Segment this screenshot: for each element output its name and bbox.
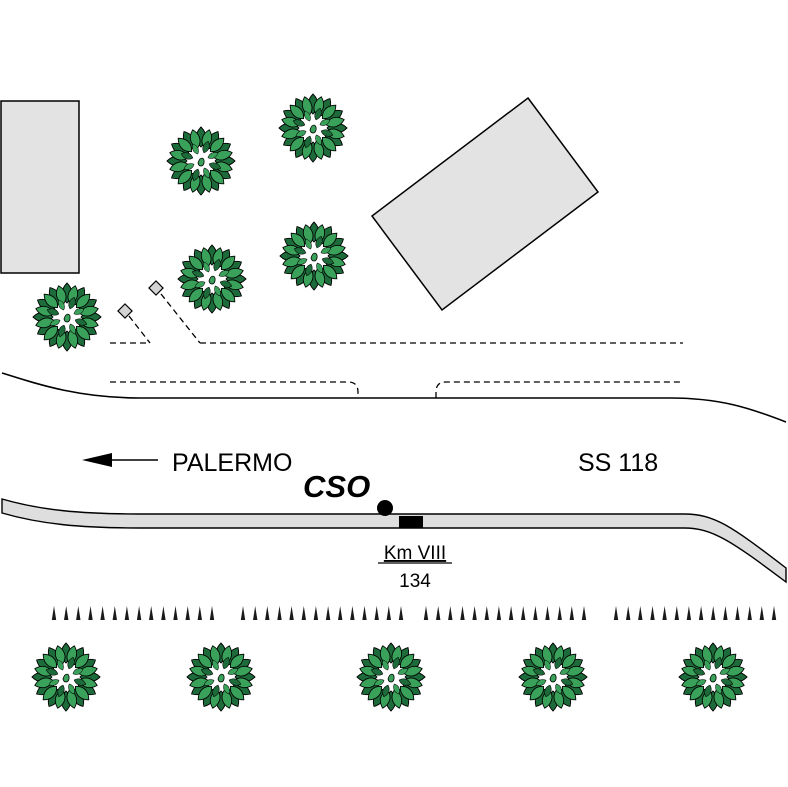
lane-dash-lower-right xyxy=(435,381,683,398)
spike xyxy=(508,606,514,620)
spike xyxy=(735,606,740,620)
spike xyxy=(460,606,465,620)
label-km-top: Km VIII xyxy=(384,543,446,564)
spike xyxy=(521,606,526,620)
spike xyxy=(374,606,379,620)
spike xyxy=(662,606,667,620)
railway-strip xyxy=(1,498,787,584)
spike-hedge-icon xyxy=(240,606,404,620)
spike xyxy=(277,606,282,620)
spike xyxy=(197,606,202,620)
tree-icon xyxy=(178,245,246,313)
spike xyxy=(124,606,130,620)
spike xyxy=(88,606,93,620)
spike xyxy=(626,606,631,620)
label-palermo: PALERMO xyxy=(172,449,292,477)
spike xyxy=(325,606,331,620)
spike xyxy=(386,606,391,620)
tree-icon xyxy=(33,283,101,351)
spike xyxy=(496,606,502,620)
building-rectangle xyxy=(0,100,80,274)
spike xyxy=(185,606,190,620)
tree-icon xyxy=(357,643,425,711)
spike-hedge-icon xyxy=(613,606,777,620)
spike xyxy=(240,606,246,620)
spike-hedge-row xyxy=(51,606,777,620)
spike xyxy=(338,606,343,620)
station-dot-icon xyxy=(377,500,393,516)
spike xyxy=(581,606,587,620)
spike xyxy=(63,606,69,620)
road-edge-upper xyxy=(1,372,787,423)
spike xyxy=(362,606,367,620)
spike xyxy=(472,606,477,620)
spike xyxy=(698,606,704,620)
label-road: SS 118 xyxy=(578,449,658,477)
tree-icon xyxy=(679,643,747,711)
tree-icon xyxy=(519,643,587,711)
label-station: CSO xyxy=(303,469,370,504)
post-marker-left xyxy=(117,303,133,319)
spike xyxy=(423,606,429,620)
spike xyxy=(545,606,550,620)
spike xyxy=(350,606,355,620)
post-path-right xyxy=(160,293,201,344)
spike xyxy=(173,606,178,620)
spike-hedge-icon xyxy=(51,606,215,620)
spike xyxy=(771,606,777,620)
post-path-left xyxy=(128,315,151,344)
spike xyxy=(301,606,306,620)
spike xyxy=(149,606,154,620)
spike xyxy=(398,606,404,620)
spike xyxy=(674,606,679,620)
spike xyxy=(136,606,142,620)
label-km-bottom: 134 xyxy=(399,571,431,592)
spike xyxy=(747,606,752,620)
lane-dash-lower-left xyxy=(110,381,359,398)
spike xyxy=(448,606,453,620)
spike xyxy=(436,606,441,620)
spike xyxy=(723,606,728,620)
tree-icon xyxy=(280,222,348,290)
building-rotated xyxy=(370,96,600,312)
tree-icon xyxy=(167,127,235,195)
post-marker-right xyxy=(148,280,164,296)
spike xyxy=(265,606,270,620)
spike xyxy=(557,606,562,620)
spike xyxy=(51,606,57,620)
spike xyxy=(253,606,258,620)
spike xyxy=(313,606,319,620)
km-marker-icon xyxy=(399,516,423,528)
spike xyxy=(289,606,294,620)
spike-hedge-icon xyxy=(423,606,587,620)
spike xyxy=(76,606,81,620)
spike xyxy=(209,606,215,620)
spike xyxy=(613,606,619,620)
spike xyxy=(638,606,643,620)
spike xyxy=(161,606,166,620)
spike xyxy=(650,606,655,620)
tree-icon xyxy=(187,643,255,711)
spike xyxy=(686,606,692,620)
spike xyxy=(569,606,574,620)
spike xyxy=(711,606,716,620)
tree-icon xyxy=(32,643,100,711)
arrow-left-icon xyxy=(82,453,158,467)
spike xyxy=(112,606,117,620)
spike xyxy=(100,606,105,620)
spike xyxy=(533,606,538,620)
spike xyxy=(484,606,489,620)
tree-icon xyxy=(279,94,347,162)
spike xyxy=(759,606,764,620)
